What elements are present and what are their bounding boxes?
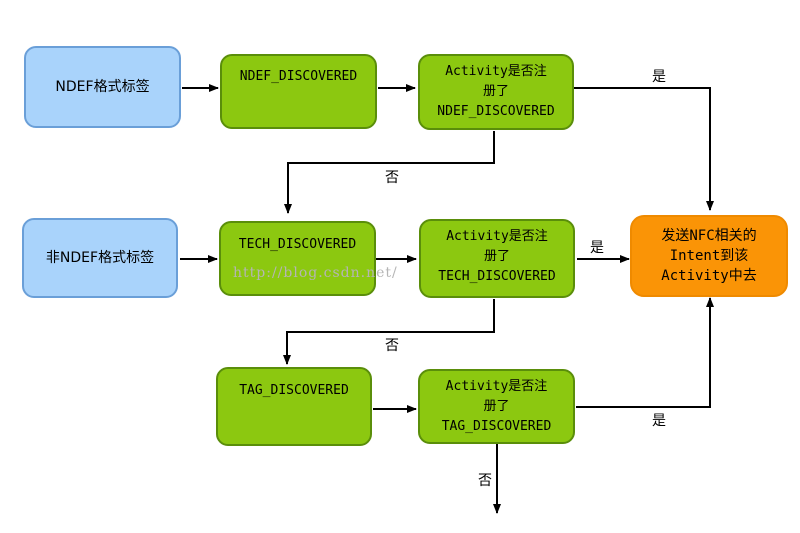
no-label-tech: 否 (385, 338, 399, 354)
check-ndef-registered-node: Activity是否注 册了 NDEF_DISCOVERED (418, 54, 574, 130)
arrow-tag-yes-to-dispatch (576, 297, 714, 408)
yes-label-ndef: 是 (652, 69, 666, 85)
check-tech-registered-node: Activity是否注 册了 TECH_DISCOVERED (419, 219, 575, 298)
non-ndef-tag-node: 非NDEF格式标签 (22, 218, 178, 298)
tech-discovered-node: TECH_DISCOVERED (219, 221, 376, 296)
yes-label-tech: 是 (590, 240, 604, 256)
check-tag-registered-node: Activity是否注 册了 TAG_DISCOVERED (418, 369, 575, 444)
arrow-tech-no-to-tag (283, 299, 495, 365)
arrow-ndef-yes-to-dispatch (574, 87, 714, 211)
yes-label-tag: 是 (652, 413, 666, 429)
ndef-tag-node: NDEF格式标签 (24, 46, 181, 128)
tag-discovered-node: TAG_DISCOVERED (216, 367, 372, 446)
no-label-tag: 否 (478, 473, 492, 489)
dispatch-intent-node: 发送NFC相关的 Intent到该 Activity中去 (630, 215, 788, 297)
ndef-discovered-node: NDEF_DISCOVERED (220, 54, 377, 129)
watermark-text: http://blog.csdn.net/ (233, 265, 398, 281)
no-label-ndef: 否 (385, 170, 399, 186)
arrow-ndef-no-to-tech (284, 131, 495, 214)
